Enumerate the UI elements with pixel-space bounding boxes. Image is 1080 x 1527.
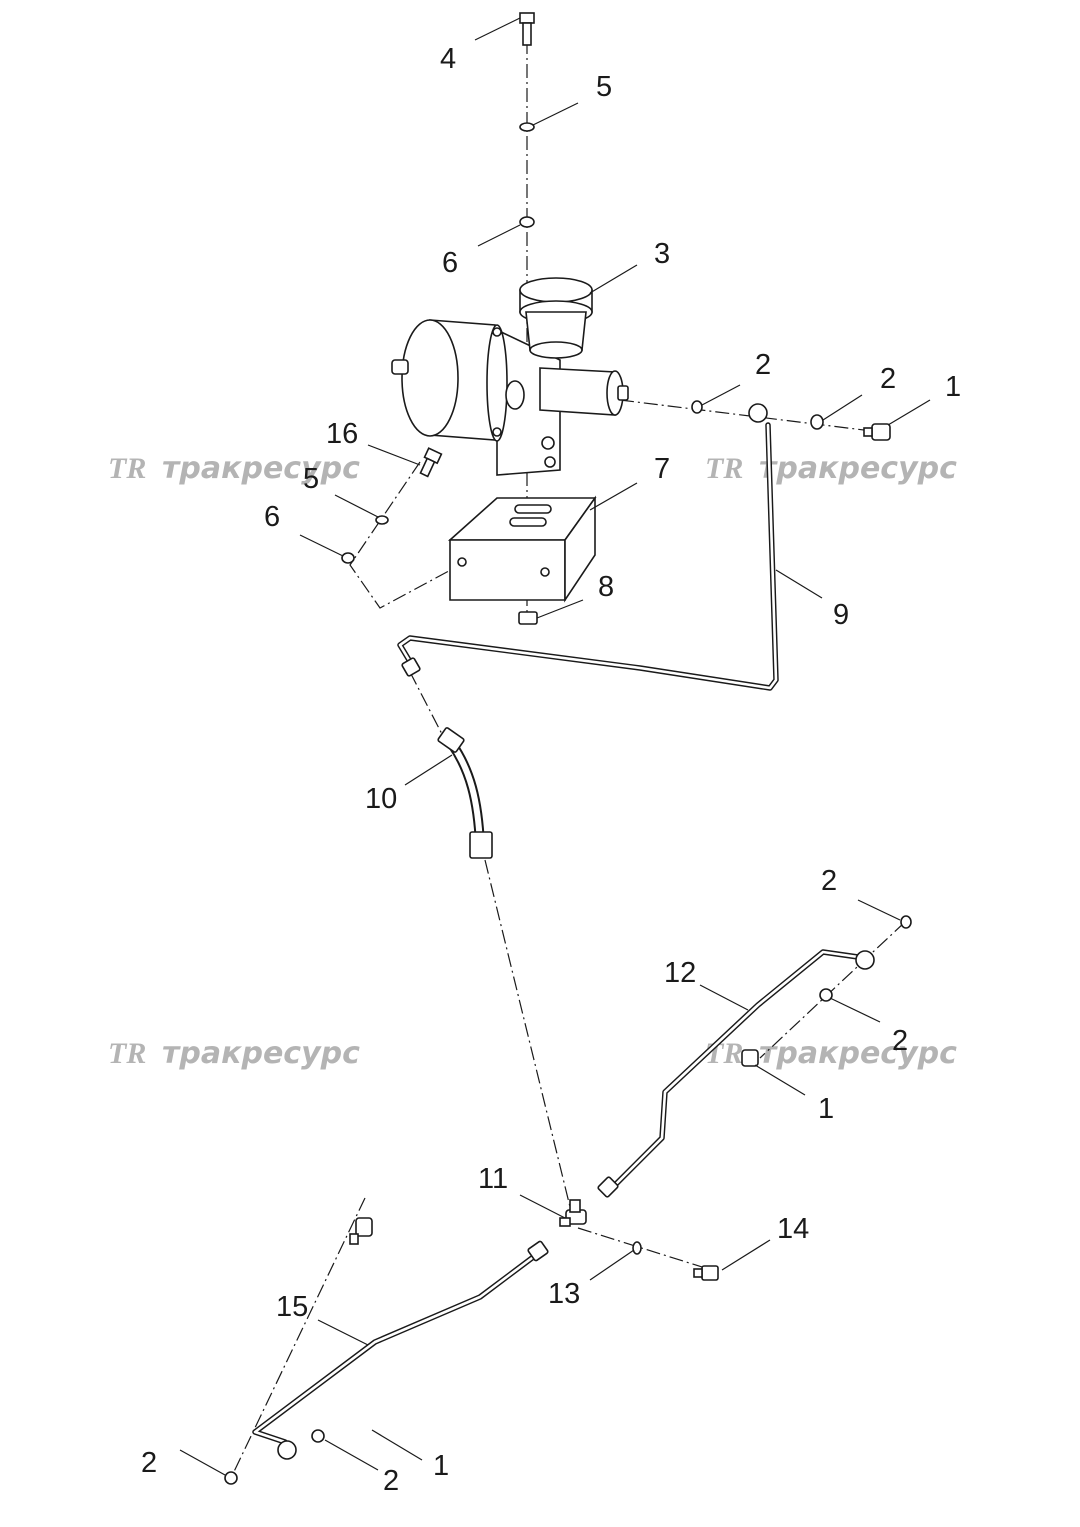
nut-8 [518,611,538,625]
watermark-logo: TR [108,1037,146,1070]
watermark-top-left: TR тракресурс [108,451,360,486]
banjo-bolt-1a [863,423,891,441]
callout-5: 5 [596,71,612,103]
bracket-side [564,495,596,603]
banjo-eye-15 [277,1440,297,1460]
banjo-eye-9 [748,403,768,423]
bolt-16 [419,447,443,478]
washer-5 [519,122,535,132]
banjo-bolt-1c [349,1217,373,1245]
lock-washer-6b [341,552,355,564]
watermark-logo: TR [705,452,743,485]
washer-2b [810,414,824,430]
washer-5b [375,515,389,525]
callout-1: 1 [818,1093,834,1125]
washer-2c [900,915,912,929]
callout-1: 1 [433,1450,449,1482]
callout-2: 2 [755,349,771,381]
watermark-text: тракресурс [759,1036,957,1071]
lock-washer-6 [519,216,535,228]
pipes [252,403,875,1460]
callout-2: 2 [880,363,896,395]
master-cylinder-assembly [391,277,629,603]
watermark-text: тракресурс [162,1036,360,1071]
callout-12: 12 [664,957,696,989]
bolt-4 [519,12,535,46]
callout-13: 13 [548,1278,580,1310]
tee-fitting-11 [559,1199,587,1227]
callout-6: 6 [442,247,458,279]
assembly-axes [229,40,906,1481]
callout-14: 14 [777,1213,809,1245]
callout-5: 5 [303,463,319,495]
callout-3: 3 [654,238,670,270]
watermark-text: тракресурс [759,451,957,486]
washer-2e [311,1429,325,1443]
callout-2: 2 [892,1025,908,1057]
callout-16: 16 [326,418,358,450]
callout-15: 15 [276,1291,308,1323]
callout-2: 2 [383,1465,399,1497]
callout-4: 4 [440,43,456,75]
callout-9: 9 [833,599,849,631]
leader-lines [179,17,931,1476]
callout-6: 6 [264,501,280,533]
watermark-logo: TR [108,452,146,485]
washer-2a [691,400,703,414]
washer-13 [632,1241,642,1255]
callout-2: 2 [141,1447,157,1479]
watermark-mid-left: TR тракресурс [108,1036,360,1071]
washer-2d [819,988,833,1002]
callout-8: 8 [598,571,614,603]
watermark-top-right: TR тракресурс [705,451,957,486]
banjo-bolt-1b [741,1049,759,1067]
callout-2: 2 [821,865,837,897]
watermark-logo: TR [705,1037,743,1070]
callout-10: 10 [365,783,397,815]
washer-2f [224,1471,238,1485]
callout-11: 11 [478,1163,508,1195]
callout-labels: 4 5 6 3 2 2 1 16 5 6 7 8 9 10 2 12 2 1 1… [141,43,961,1497]
callout-1: 1 [945,371,961,403]
hardware [224,12,912,1485]
cylinder-body [539,367,616,416]
banjo-eye-12 [855,950,875,970]
callout-7: 7 [654,453,670,485]
watermark-mid-right: TR тракресурс [705,1036,957,1071]
bolt-14 [693,1265,719,1281]
watermark-text: тракресурс [162,451,360,486]
